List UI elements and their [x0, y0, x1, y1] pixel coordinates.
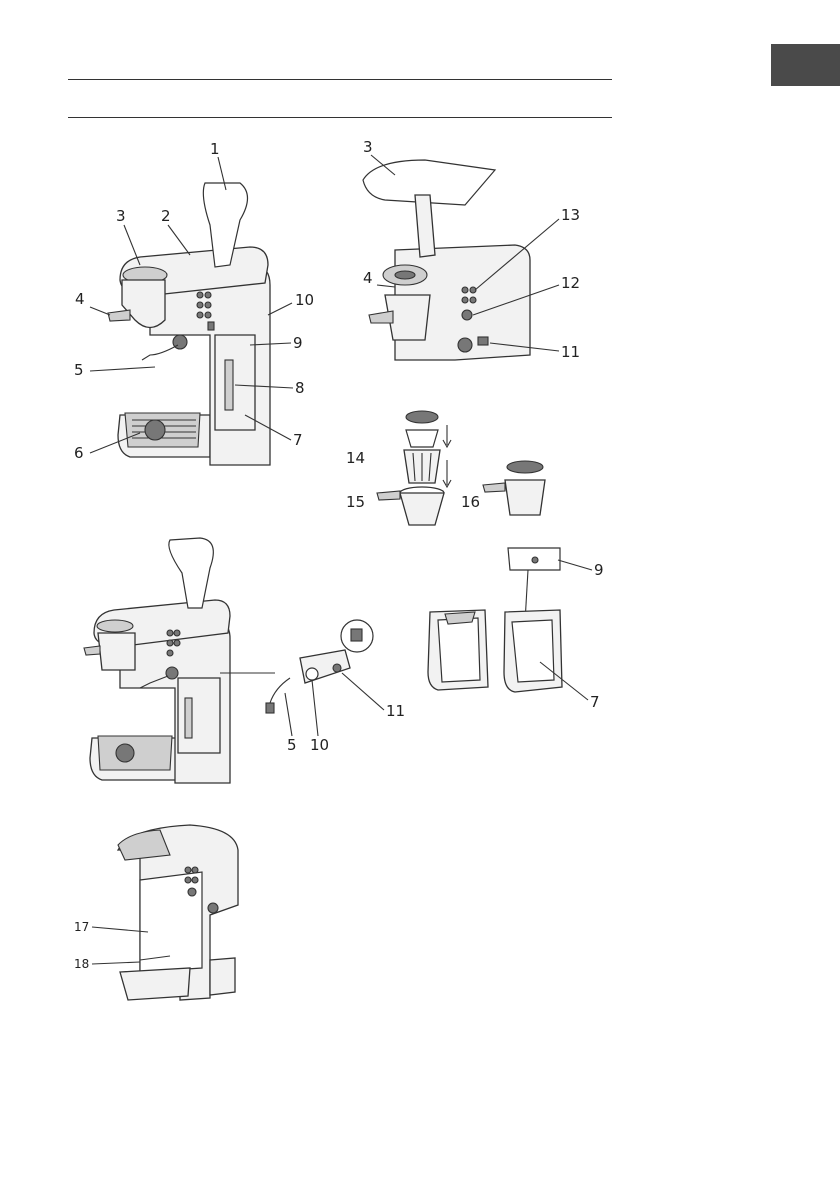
figure-top-open: 3 13 4 12 11	[355, 135, 595, 370]
tank-leader-lines	[420, 542, 620, 717]
figure-exploded: 5 10 11	[80, 528, 410, 788]
header-rule-top	[68, 79, 612, 80]
rear-leader-lines	[70, 820, 250, 1020]
exploded-leader-lines	[80, 528, 410, 788]
header-rule-bottom	[68, 117, 612, 118]
figure-main-machine: 1 2 3 4 10 9 5 8 6 7	[60, 135, 320, 470]
top-open-leader-lines	[355, 135, 595, 370]
language-tab[interactable]	[771, 44, 840, 86]
callout-14: 14	[346, 451, 365, 466]
callout-16: 16	[461, 495, 480, 510]
figure-filter: 14 15 16	[335, 405, 565, 535]
figure-water-tank: 9 7	[420, 542, 620, 717]
filter-illustration	[335, 405, 565, 535]
callout-leader-lines	[60, 135, 320, 470]
callout-15: 15	[346, 495, 365, 510]
figure-rear-view: 17 18	[70, 820, 250, 1020]
